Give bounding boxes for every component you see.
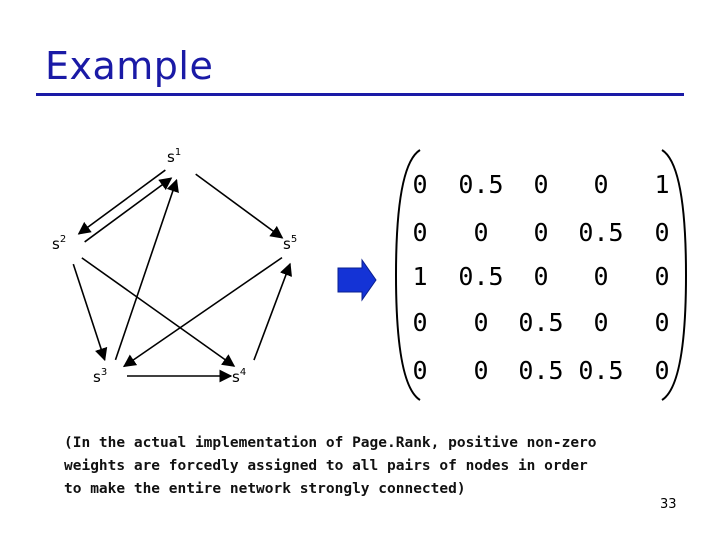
right-arrow-icon [337, 258, 377, 302]
matrix-cell-r4-c2: 0 [473, 308, 489, 337]
matrix-cell-r5-c1: 0 [412, 356, 428, 385]
matrix-right-bracket [661, 149, 688, 401]
edge-s1-to-s2 [77, 169, 166, 235]
edge-s2-to-s3 [72, 263, 108, 362]
matrix-cell-r1-c4: 0 [593, 170, 609, 199]
matrix-cell-r4-c3: 0.5 [518, 308, 564, 337]
matrix-cell-r2-c4: 0.5 [578, 218, 624, 247]
matrix-cell-r3-c5: 0 [654, 262, 670, 291]
matrix-cell-r1-c5: 1 [654, 170, 670, 199]
matrix-cell-r2-c1: 0 [412, 218, 428, 247]
node-s4-base: s [232, 368, 240, 386]
node-s3-base: s [93, 368, 101, 386]
node-s5: s5 [283, 234, 297, 253]
matrix-cell-r4-c1: 0 [412, 308, 428, 337]
caption-line: (In the actual implementation of Page.Ra… [64, 435, 597, 451]
node-s2-base: s [52, 235, 60, 253]
node-s3: s3 [93, 367, 107, 386]
matrix-cell-r4-c5: 0 [654, 308, 670, 337]
graph-edges [72, 169, 292, 383]
edge-s4-to-s5 [253, 262, 292, 361]
node-s5-index: 5 [290, 234, 298, 245]
edge-s3-to-s1 [114, 178, 179, 361]
node-s4: s4 [232, 367, 246, 386]
matrix-cell-r3-c4: 0 [593, 262, 609, 291]
matrix-cell-r5-c2: 0 [473, 356, 489, 385]
matrix-cell-r4-c4: 0 [593, 308, 609, 337]
node-s2: s2 [52, 234, 66, 253]
caption-line: to make the entire network strongly conn… [64, 481, 466, 497]
page-number: 33 [660, 497, 677, 512]
matrix-cell-r2-c5: 0 [654, 218, 670, 247]
matrix-cell-r3-c2: 0.5 [458, 262, 504, 291]
matrix-cell-r3-c3: 0 [533, 262, 549, 291]
slide-title: Example [45, 44, 214, 88]
edge-s2-to-s1 [84, 177, 173, 243]
node-s1: s1 [167, 147, 181, 166]
node-s2-index: 2 [59, 234, 67, 245]
caption-note: (In the actual implementation of Page.Ra… [64, 432, 664, 501]
edge-s5-to-s3 [122, 256, 283, 368]
matrix-cell-r3-c1: 1 [412, 262, 428, 291]
matrix-cell-r5-c5: 0 [654, 356, 670, 385]
caption-line: weights are forcedly assigned to all pai… [64, 458, 588, 474]
node-s4-index: 4 [239, 367, 247, 378]
edge-s2-to-s4 [81, 257, 236, 367]
edge-s1-to-s5 [195, 173, 284, 239]
matrix-cell-r5-c3: 0.5 [518, 356, 564, 385]
node-s1-base: s [167, 148, 175, 166]
node-s5-base: s [283, 235, 291, 253]
matrix-cell-r2-c2: 0 [473, 218, 489, 247]
matrix-cell-r5-c4: 0.5 [578, 356, 624, 385]
title-underline [36, 93, 684, 96]
matrix-cell-r1-c1: 0 [412, 170, 428, 199]
matrix-cell-r1-c2: 0.5 [458, 170, 504, 199]
node-s1-index: 1 [174, 147, 182, 158]
matrix-cell-r2-c3: 0 [533, 218, 549, 247]
node-s3-index: 3 [100, 367, 108, 378]
matrix-cell-r1-c3: 0 [533, 170, 549, 199]
matrix-left-bracket [394, 149, 421, 401]
